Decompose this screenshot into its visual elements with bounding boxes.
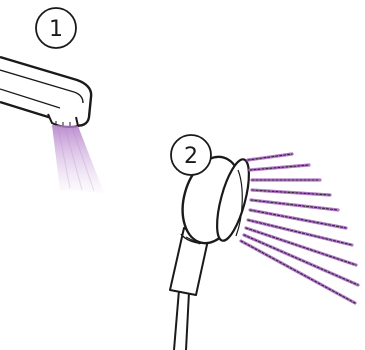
- spray-jet-droplets: [240, 240, 356, 304]
- spray-jet-droplets: [247, 219, 353, 246]
- water-stream-icon: [52, 125, 104, 193]
- callout-2: 2: [170, 134, 212, 176]
- spray-jet-droplets: [250, 199, 339, 211]
- callout-1: 1: [35, 7, 77, 49]
- callout-2-label: 2: [184, 144, 198, 169]
- spray-jet-droplets: [249, 209, 347, 229]
- callout-1-label: 1: [49, 17, 63, 42]
- faucet-icon: [0, 55, 93, 128]
- spray-jets-icon: [239, 152, 360, 305]
- spray-jet-droplets: [247, 153, 293, 161]
- spray-jet-droplets: [251, 189, 331, 196]
- spray-jet-droplets: [245, 227, 357, 266]
- spray-jet-droplets: [249, 164, 310, 171]
- hand-shower-icon: [169, 155, 250, 350]
- spray-jet-droplets: [243, 234, 359, 286]
